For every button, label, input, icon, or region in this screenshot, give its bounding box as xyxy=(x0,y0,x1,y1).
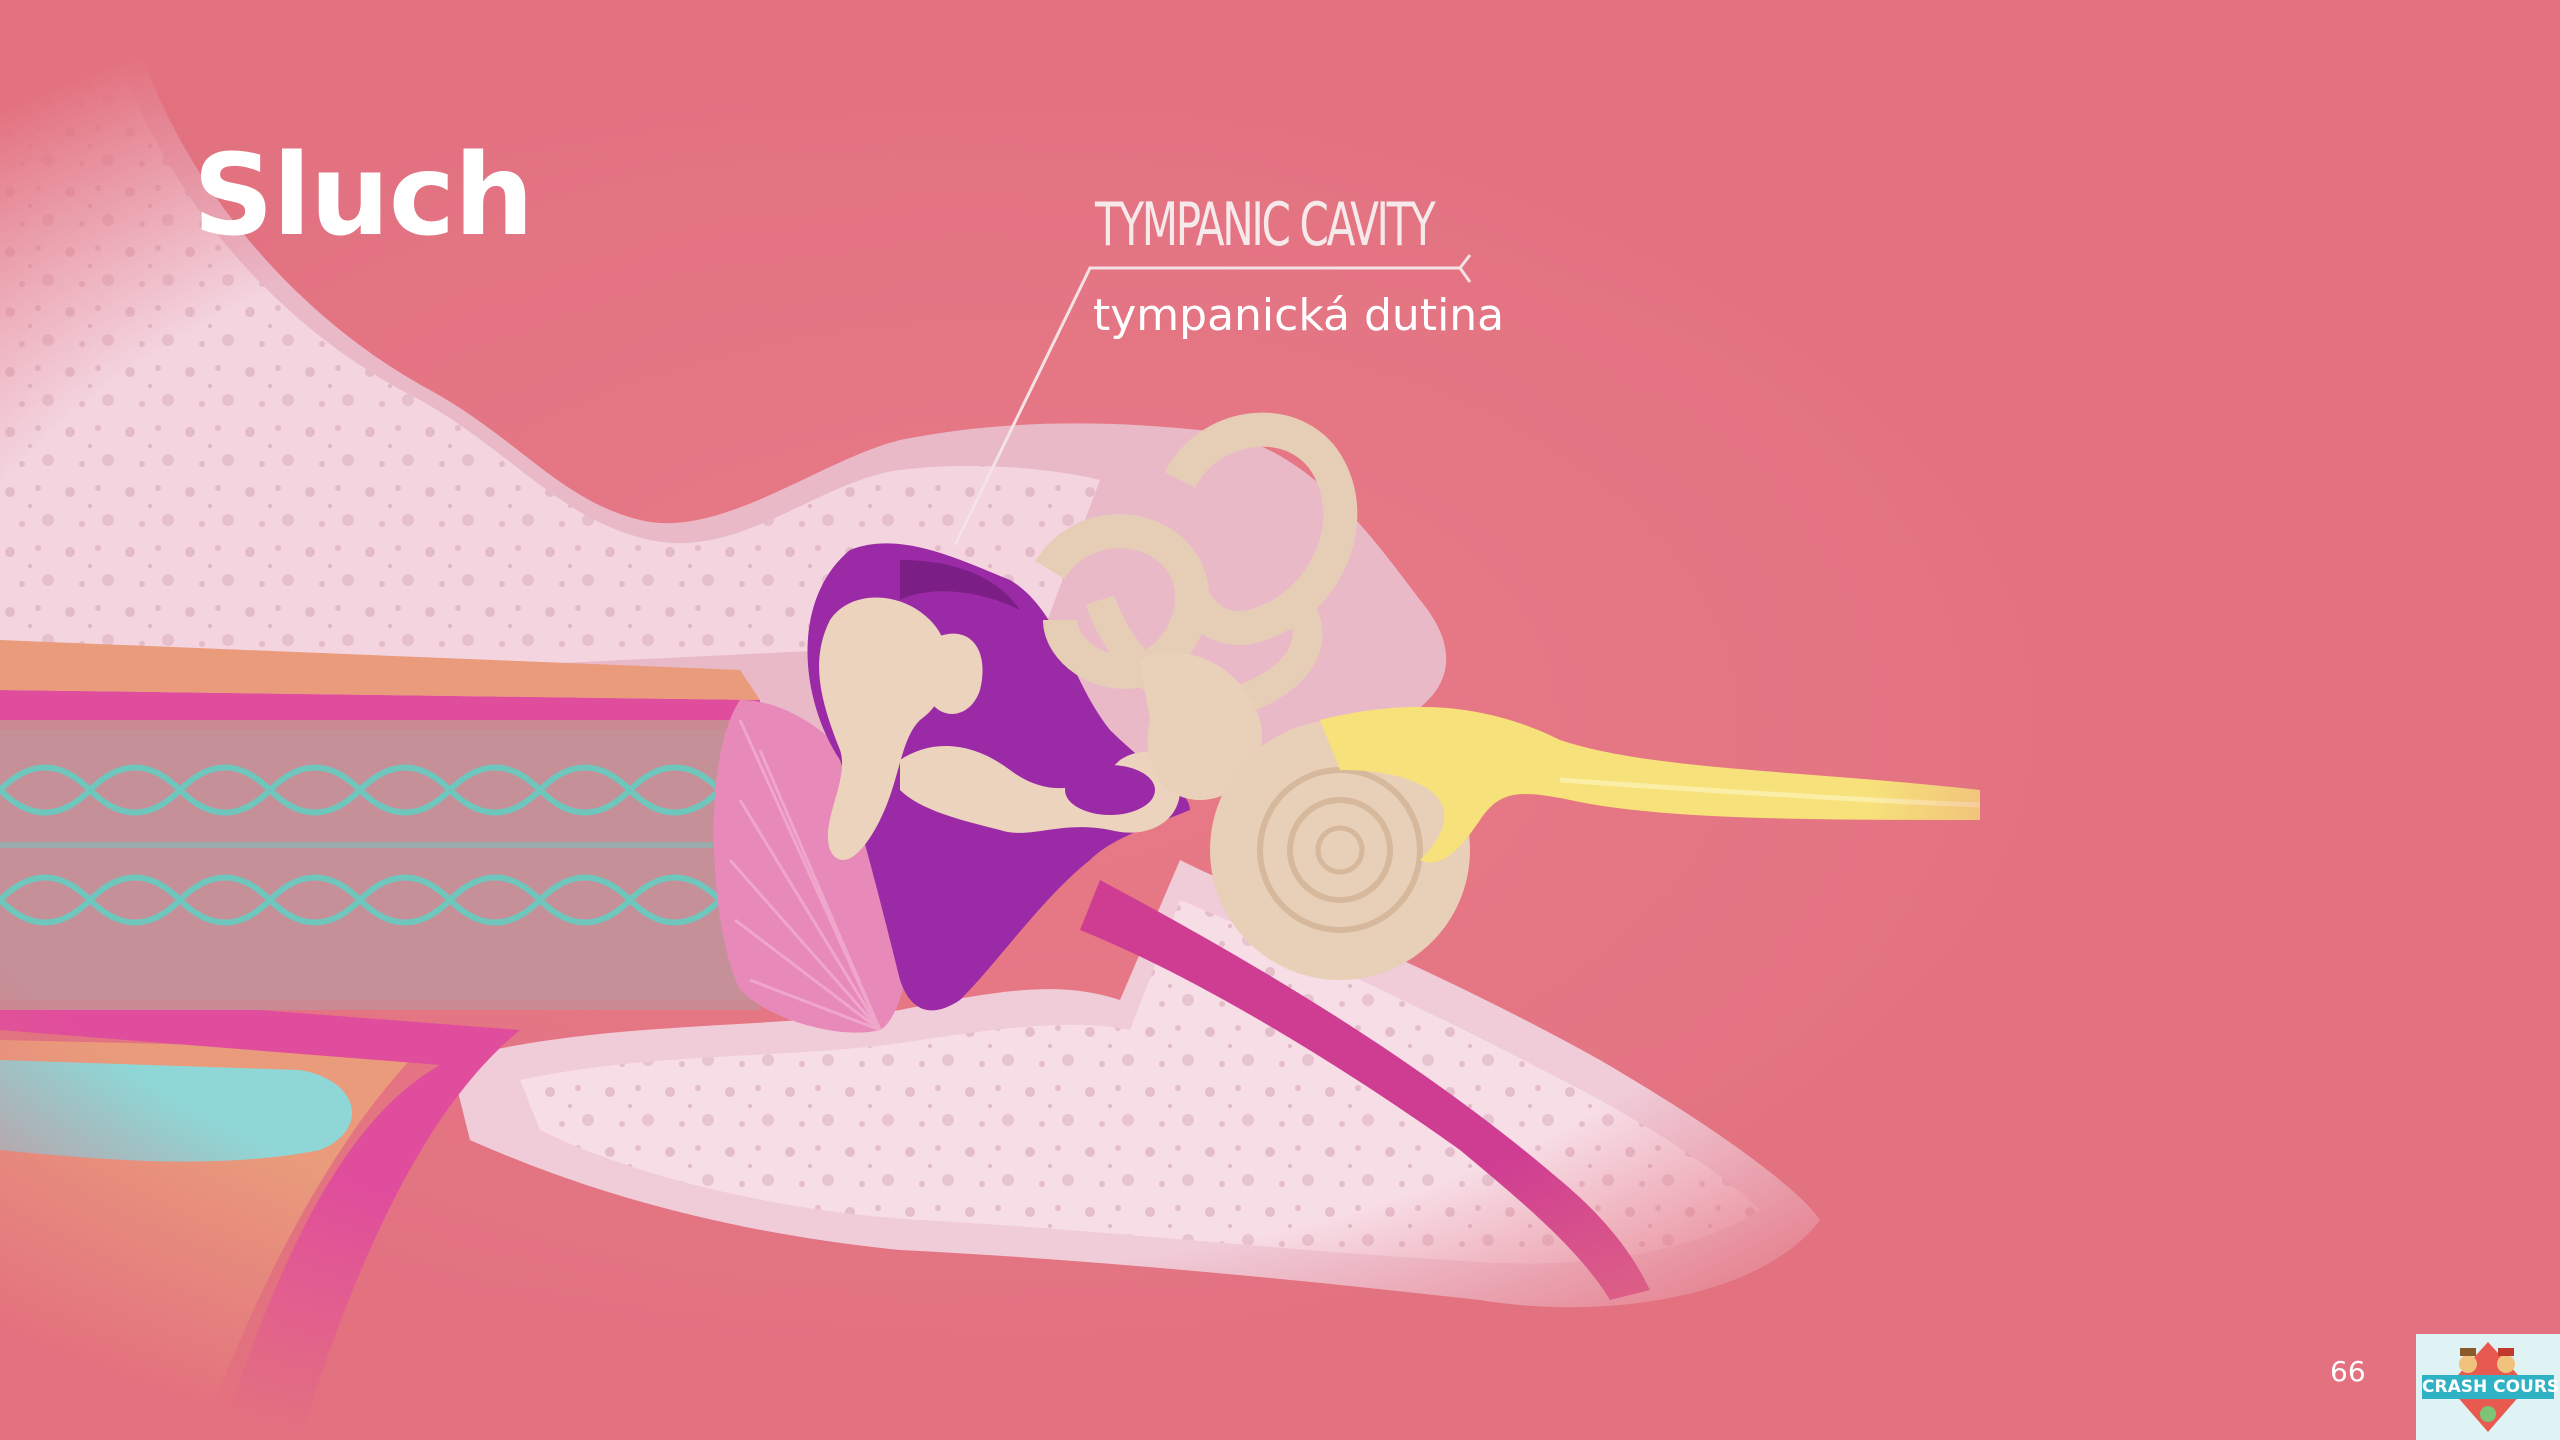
logo-text: CRASH COURSE xyxy=(2422,1375,2554,1399)
crash-course-logo: CRASH COURSE xyxy=(2416,1334,2560,1440)
page-number: 66 xyxy=(2330,1355,2366,1388)
structure-label-english: TYMPANIC CAVITY xyxy=(1095,190,1433,260)
structure-label-czech: tympanická dutina xyxy=(1093,290,1504,341)
slide-title: Sluch xyxy=(193,140,533,252)
